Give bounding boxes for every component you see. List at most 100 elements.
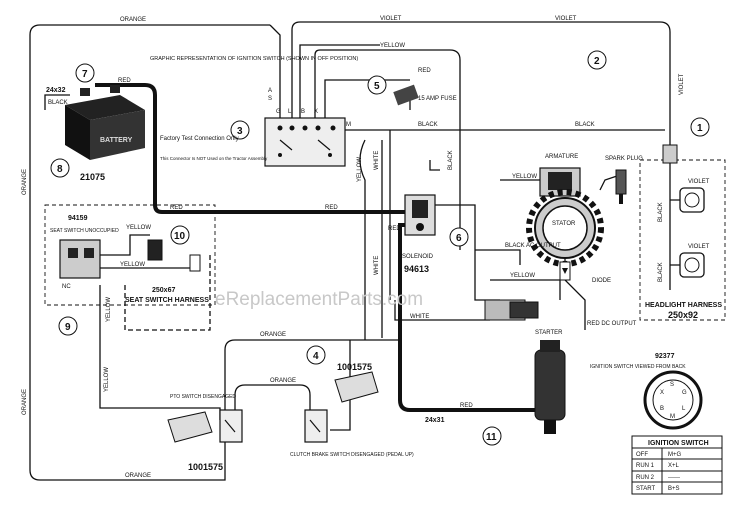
- wire-label-yellow-seat: YELLOW: [126, 225, 151, 231]
- fuse-label: 15 AMP FUSE: [418, 96, 457, 102]
- armature-label: ARMATURE: [545, 154, 578, 160]
- ign-table-conn-0: M+G: [668, 452, 682, 458]
- wire-label-orange-left: ORANGE: [22, 169, 28, 195]
- factory-test-label: Factory Test Connection Only: [160, 136, 239, 142]
- battery-label: BATTERY: [100, 137, 133, 144]
- wire-label-orange-bottom: ORANGE: [125, 473, 151, 479]
- callout-11: 11: [486, 432, 497, 443]
- wire-label-red-sol: RED: [388, 226, 401, 232]
- wire-label-yellow: YELLOW: [380, 43, 405, 49]
- callout-circles: [50, 50, 710, 446]
- ign-term-g: G: [276, 109, 281, 115]
- dashed-boxes: [44, 159, 726, 321]
- wire-label-yellow-arm: YELLOW: [512, 174, 537, 180]
- diode: [559, 261, 571, 281]
- ign-pin-g: G: [682, 390, 687, 396]
- headlights: [662, 144, 705, 278]
- wires: [29, 21, 690, 481]
- callout-9: 9: [65, 322, 71, 333]
- callout-5: 5: [374, 81, 380, 92]
- seat-switch-box: [44, 204, 216, 306]
- wire-label-orange-mid-2: ORANGE: [270, 378, 296, 384]
- headlight-harness-label: HEADLIGHT HARNESS: [645, 302, 722, 309]
- callout-3: 3: [237, 126, 243, 137]
- callout-2: 2: [594, 56, 600, 67]
- pto-switch: [167, 409, 243, 443]
- ign-pin-m: M: [670, 414, 675, 420]
- wire-label-red-battery: RED: [118, 78, 131, 84]
- wire-label-red-bottom: RED: [460, 403, 473, 409]
- clutch-switch: [304, 371, 379, 443]
- violet-wire-2: [299, 44, 380, 118]
- wire-label-white-vert-2: WHITE: [374, 256, 380, 275]
- callout-1: 1: [697, 123, 703, 134]
- ign-table-pos-3: START: [636, 486, 655, 492]
- wire-label-yellow-stator: YELLOW: [510, 273, 535, 279]
- ign-table-pos-0: OFF: [636, 452, 648, 458]
- wire-label-violet-2: VIOLET: [555, 16, 577, 22]
- wire-label-white-vert: WHITE: [374, 151, 380, 170]
- factory-test-note: This Connector Is NOT Used on the Tracto…: [160, 156, 268, 161]
- wire-label-orange: ORANGE: [120, 17, 146, 23]
- wire-label-red: RED: [418, 68, 431, 74]
- ignition-note: GRAPHIC REPRESENTATION OF IGNITION SWITC…: [150, 56, 358, 62]
- ignition-switch-graphic: [264, 117, 346, 167]
- ign-term-m: M: [346, 122, 351, 128]
- wire-label-red-mid: RED: [170, 205, 183, 211]
- seat-harness-label: SEAT SWITCH HARNESS: [125, 297, 209, 304]
- pto-switch-label: PTO SWITCH DISENGAGED: [170, 394, 236, 400]
- solenoid-label: SOLENOID: [402, 254, 434, 260]
- ign-table-pos-1: RUN 1: [636, 463, 655, 469]
- clutch-switch-label: CLUTCH BRAKE SWITCH DISENGAGED (PEDAL UP…: [290, 452, 414, 458]
- starter: [534, 340, 566, 434]
- wire-label-black-sol: BLACK: [448, 150, 454, 170]
- wire-label-violet-hl-1: VIOLET: [688, 179, 710, 185]
- yellow-wire-top: [314, 49, 461, 250]
- wire-label-black-mid: BLACK: [418, 122, 438, 128]
- callout-10: 10: [174, 231, 186, 242]
- clutch-part: 1001575: [337, 362, 372, 372]
- battery: BATTERY: [65, 85, 145, 160]
- wire-label-black-right: BLACK: [575, 122, 595, 128]
- stator-label: STATOR: [552, 221, 576, 227]
- solenoid: [404, 194, 436, 236]
- red-dc-label: RED DC OUTPUT: [587, 321, 637, 327]
- callout-7: 7: [82, 69, 88, 80]
- seat-switch-part: 94159: [68, 215, 88, 222]
- seat-switch-label: SEAT SWITCH UNOCCUPIED: [50, 228, 119, 234]
- wire-label-yellow-vert: YELLOW: [106, 297, 112, 322]
- ign-term-a: A: [268, 88, 272, 94]
- spark-plug: [615, 169, 627, 204]
- ign-pin-x: X: [660, 390, 664, 396]
- battery-size: 24x32: [46, 87, 66, 94]
- ign-switch-view: IGNITION SWITCH VIEWED FROM BACK: [590, 364, 686, 370]
- orange-clutch-up: [330, 340, 351, 431]
- seat-switch: [59, 239, 201, 279]
- callout-6: 6: [456, 233, 462, 244]
- seat-nc: NC: [62, 284, 71, 290]
- wire-label-red-mid-2: RED: [325, 205, 338, 211]
- black-ground: [44, 94, 70, 110]
- ign-term-b: B: [301, 109, 305, 115]
- connector-block: [484, 299, 539, 321]
- red-cable-size: 24x31: [425, 417, 445, 424]
- watermark: eReplacementParts.com: [215, 289, 423, 310]
- yellow-wire-vert: [359, 139, 366, 340]
- white-low: [394, 300, 490, 321]
- stator: [526, 189, 604, 267]
- wire-label-violet-right: VIOLET: [679, 73, 685, 95]
- pto-part: 1001575: [188, 462, 223, 472]
- ign-term-s: S: [268, 96, 272, 102]
- callout-4: 4: [313, 351, 319, 362]
- orange-pto-clutch: [234, 384, 311, 415]
- seat-harness-size: 250x67: [152, 287, 175, 294]
- battery-part: 21075: [80, 172, 105, 182]
- wire-label-black-battery: BLACK: [48, 100, 68, 106]
- red-starter-cable: [398, 223, 540, 412]
- wire-label-orange-mid: ORANGE: [260, 332, 286, 338]
- spark-wire: [599, 174, 621, 191]
- fuse: [393, 84, 419, 106]
- ignition-table: [631, 435, 723, 495]
